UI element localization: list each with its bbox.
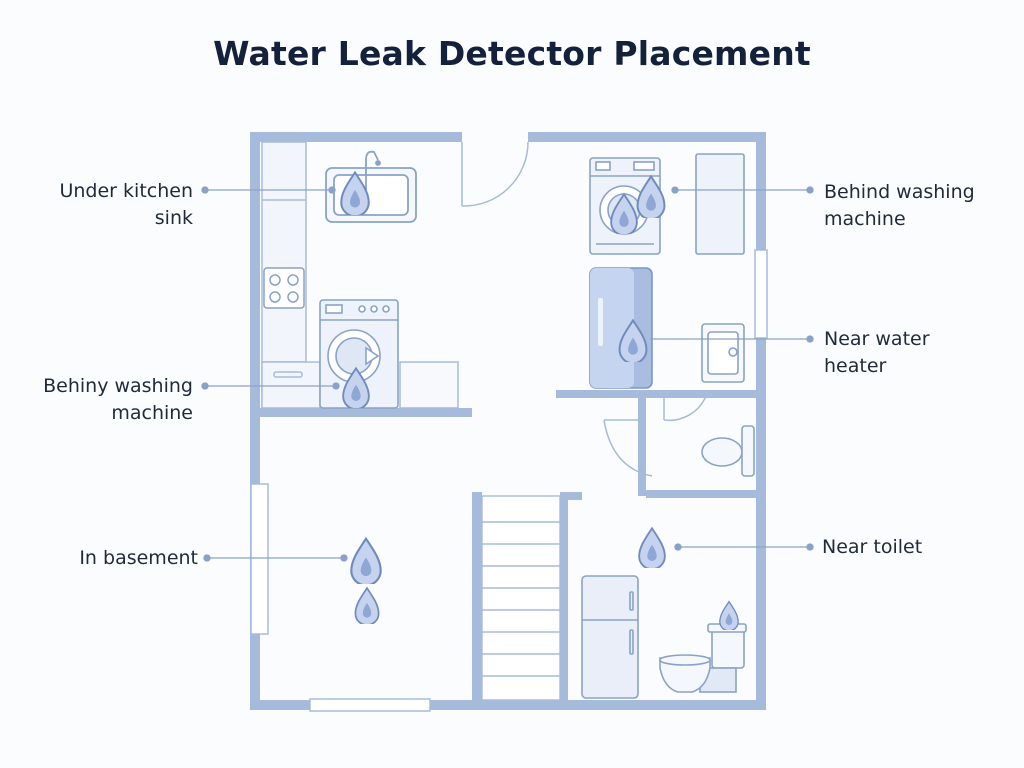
label-near-water-heater: Near water heater [824, 328, 930, 377]
label-near-toilet: Near toilet [822, 536, 923, 558]
outer-walls [250, 132, 766, 710]
label-under-kitchen-sink: Under kitchen sink [59, 180, 193, 229]
label-behind-washing-machine-right: Behind washing machine [824, 181, 975, 230]
utility-sink [701, 323, 745, 383]
doors [461, 141, 707, 477]
kitchen-washing-machine [319, 299, 399, 409]
toilet-tank-drop-icon [719, 601, 739, 630]
staircase [481, 495, 561, 701]
windows [250, 249, 768, 712]
leak-detector-toilet-icon [638, 527, 666, 568]
kitchen-counter-box [399, 361, 459, 409]
stove [263, 267, 305, 309]
water-heater [589, 267, 653, 389]
label-behind-washing-machine-left: Behiny washing machine [43, 375, 193, 424]
bathroom-toilet [659, 623, 747, 693]
diagram-title: Water Leak Detector Placement [213, 34, 811, 73]
kitchen-sink [325, 150, 417, 223]
basement-puddle-drop-icon [354, 587, 380, 624]
interior-walls [260, 390, 756, 700]
label-in-basement: In basement [79, 547, 198, 569]
leak-detector-basement-icon [350, 537, 382, 584]
refrigerator [581, 575, 639, 699]
small-bathroom-toilet [701, 425, 755, 477]
leader-lines [201, 186, 814, 562]
laundry-cabinet [695, 153, 745, 255]
